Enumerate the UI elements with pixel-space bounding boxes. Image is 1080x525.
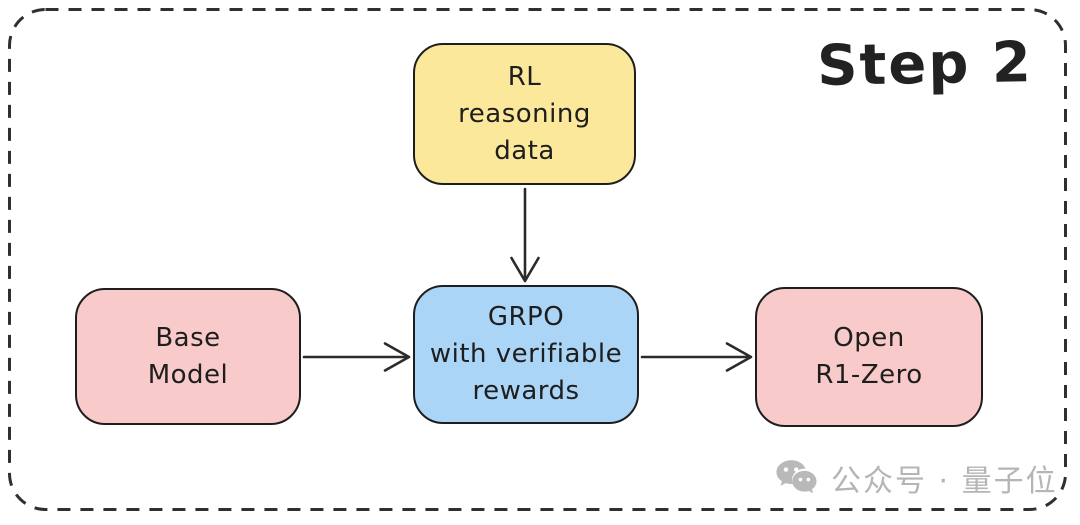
- node-grpo-verifiable-rewards: GRPO with verifiable rewards: [413, 285, 639, 424]
- wechat-icon: [776, 460, 817, 494]
- arrow-grpo-to-open: [640, 342, 753, 372]
- node-label-line: Model: [147, 359, 229, 390]
- node-label-line: R1-Zero: [815, 360, 923, 390]
- node-label-line: Base: [155, 322, 221, 353]
- node-label-line: RL: [507, 61, 542, 92]
- node-label-line: reasoning: [458, 98, 591, 129]
- node-rl-reasoning-data: RL reasoning data: [413, 43, 636, 185]
- node-base-model: Base Model: [75, 288, 301, 425]
- step-title: Step 2: [816, 30, 1034, 99]
- node-open-r1-zero: Open R1-Zero: [755, 287, 983, 427]
- node-label-line: rewards: [472, 376, 580, 406]
- node-label-line: data: [494, 135, 555, 166]
- arrow-rl-to-grpo: [510, 187, 540, 283]
- node-label-line: Open: [833, 323, 905, 353]
- arrow-base-to-grpo: [302, 342, 411, 372]
- watermark-text: 公众号 · 量子位: [831, 464, 1058, 499]
- watermark: 公众号 · 量子位: [775, 456, 1058, 500]
- node-label-line: with verifiable: [429, 339, 623, 369]
- node-label-line: GRPO: [487, 302, 565, 332]
